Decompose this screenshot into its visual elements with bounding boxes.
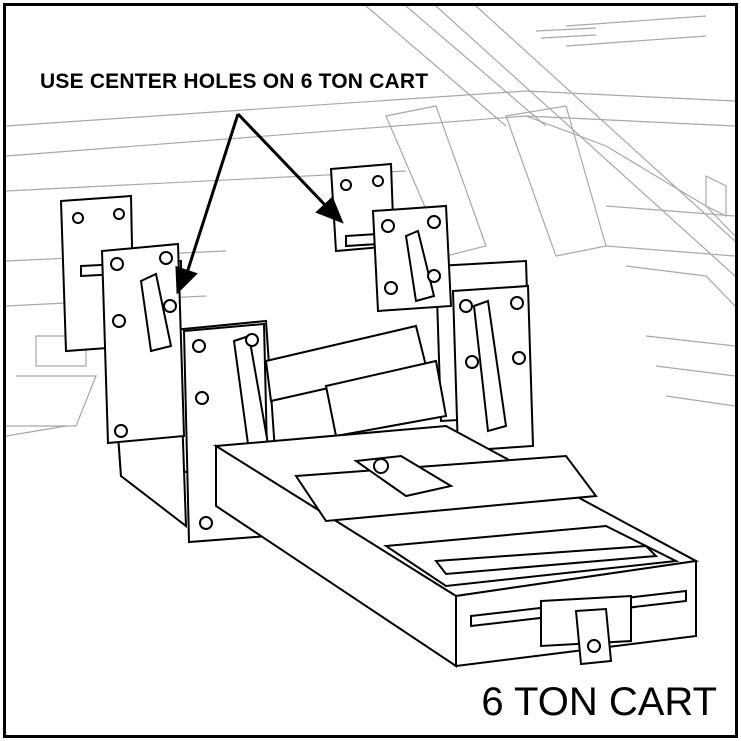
gussets (139, 229, 508, 468)
callout-label: USE CENTER HOLES ON 6 TON CART (40, 70, 429, 93)
arrowhead-right-icon (315, 196, 344, 224)
cart-drawing (6, 6, 735, 668)
arrowhead-left-icon (175, 265, 198, 295)
cross-bunk (264, 324, 448, 438)
callout-arrows (175, 112, 344, 295)
hitch (353, 454, 632, 666)
arrow-right (236, 112, 328, 208)
cart-caption: 6 TON CART (481, 680, 717, 724)
bolts (110, 215, 526, 530)
drawing-frame: USE CENTER HOLES ON 6 TON CART 6 TON CAR… (3, 3, 738, 738)
arrow-left (184, 113, 240, 277)
